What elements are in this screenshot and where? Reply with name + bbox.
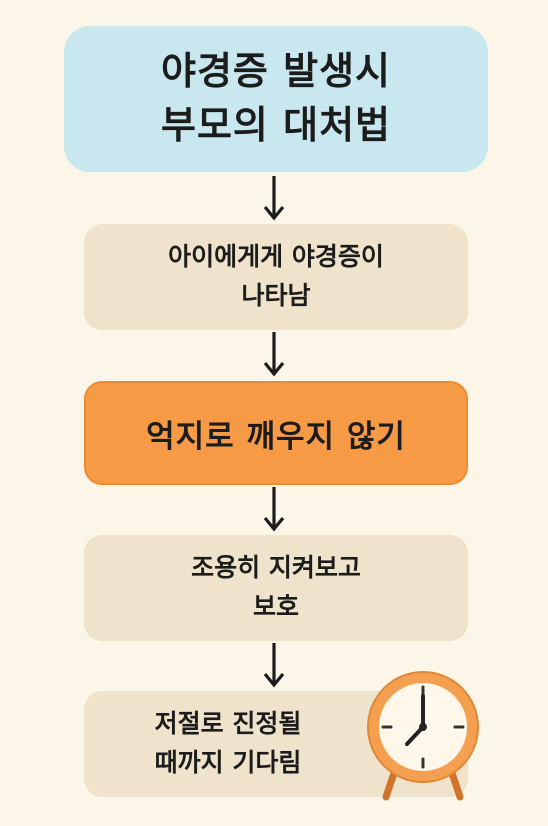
title-box: 야경증 발생시 부모의 대처법 (64, 26, 488, 172)
step-2-line-1: 억지로 깨우지 않기 (146, 418, 406, 455)
step-4-line-1: 저절로 진정될 (154, 709, 302, 739)
step-box-3: 조용히 지켜보고 보호 (84, 535, 468, 641)
step-box-1: 아이에게게 야경증이 나타남 (84, 224, 468, 330)
step-3-line-2: 보호 (252, 592, 299, 621)
alarm-clock-icon (367, 671, 479, 801)
arrow-down-icon (263, 487, 285, 532)
arrow-down-icon (263, 332, 285, 377)
step-1-line-1: 아이에게게 야경증이 (168, 242, 384, 272)
step-box-2-highlight: 억지로 깨우지 않기 (84, 381, 468, 485)
title-line-2: 부모의 대처법 (161, 103, 391, 147)
arrow-down-icon (263, 643, 285, 688)
title-line-1: 야경증 발생시 (161, 49, 391, 94)
step-4-line-2: 때까지 기다림 (154, 748, 302, 777)
step-3-line-1: 조용히 지켜보고 (191, 553, 361, 583)
step-1-line-2: 나타남 (241, 281, 311, 310)
arrow-down-icon (263, 176, 285, 221)
